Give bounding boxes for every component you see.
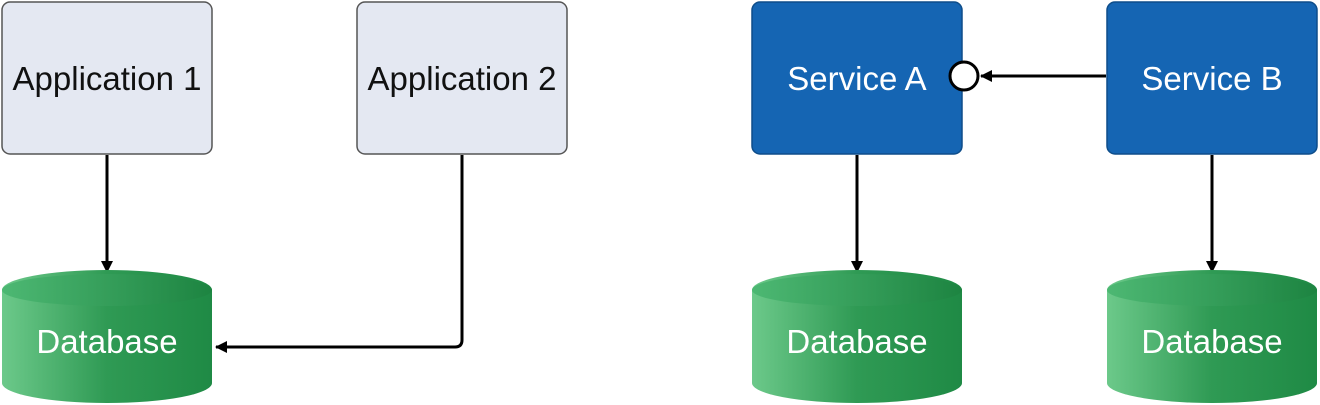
service-b-box: Service B [1106,1,1318,155]
service-b-label: Service B [1141,60,1282,97]
arrow-app2-to-database [215,155,464,353]
application-1-box: Application 1 [1,1,213,155]
service-b-database-label: Database [1141,323,1282,360]
service-a-interface-port [948,60,980,92]
service-a-label: Service A [787,60,926,97]
service-a-database-label: Database [786,323,927,360]
application-1-label: Application 1 [13,60,202,97]
shared-database-label: Database [36,323,177,360]
application-2-label: Application 2 [368,60,557,97]
shared-database-cylinder: Database [2,270,212,403]
application-2-box: Application 2 [356,1,568,155]
service-a-database-cylinder: Database [752,270,962,403]
service-b-database-cylinder: Database [1107,270,1317,403]
service-a-box: Service A [751,1,963,155]
